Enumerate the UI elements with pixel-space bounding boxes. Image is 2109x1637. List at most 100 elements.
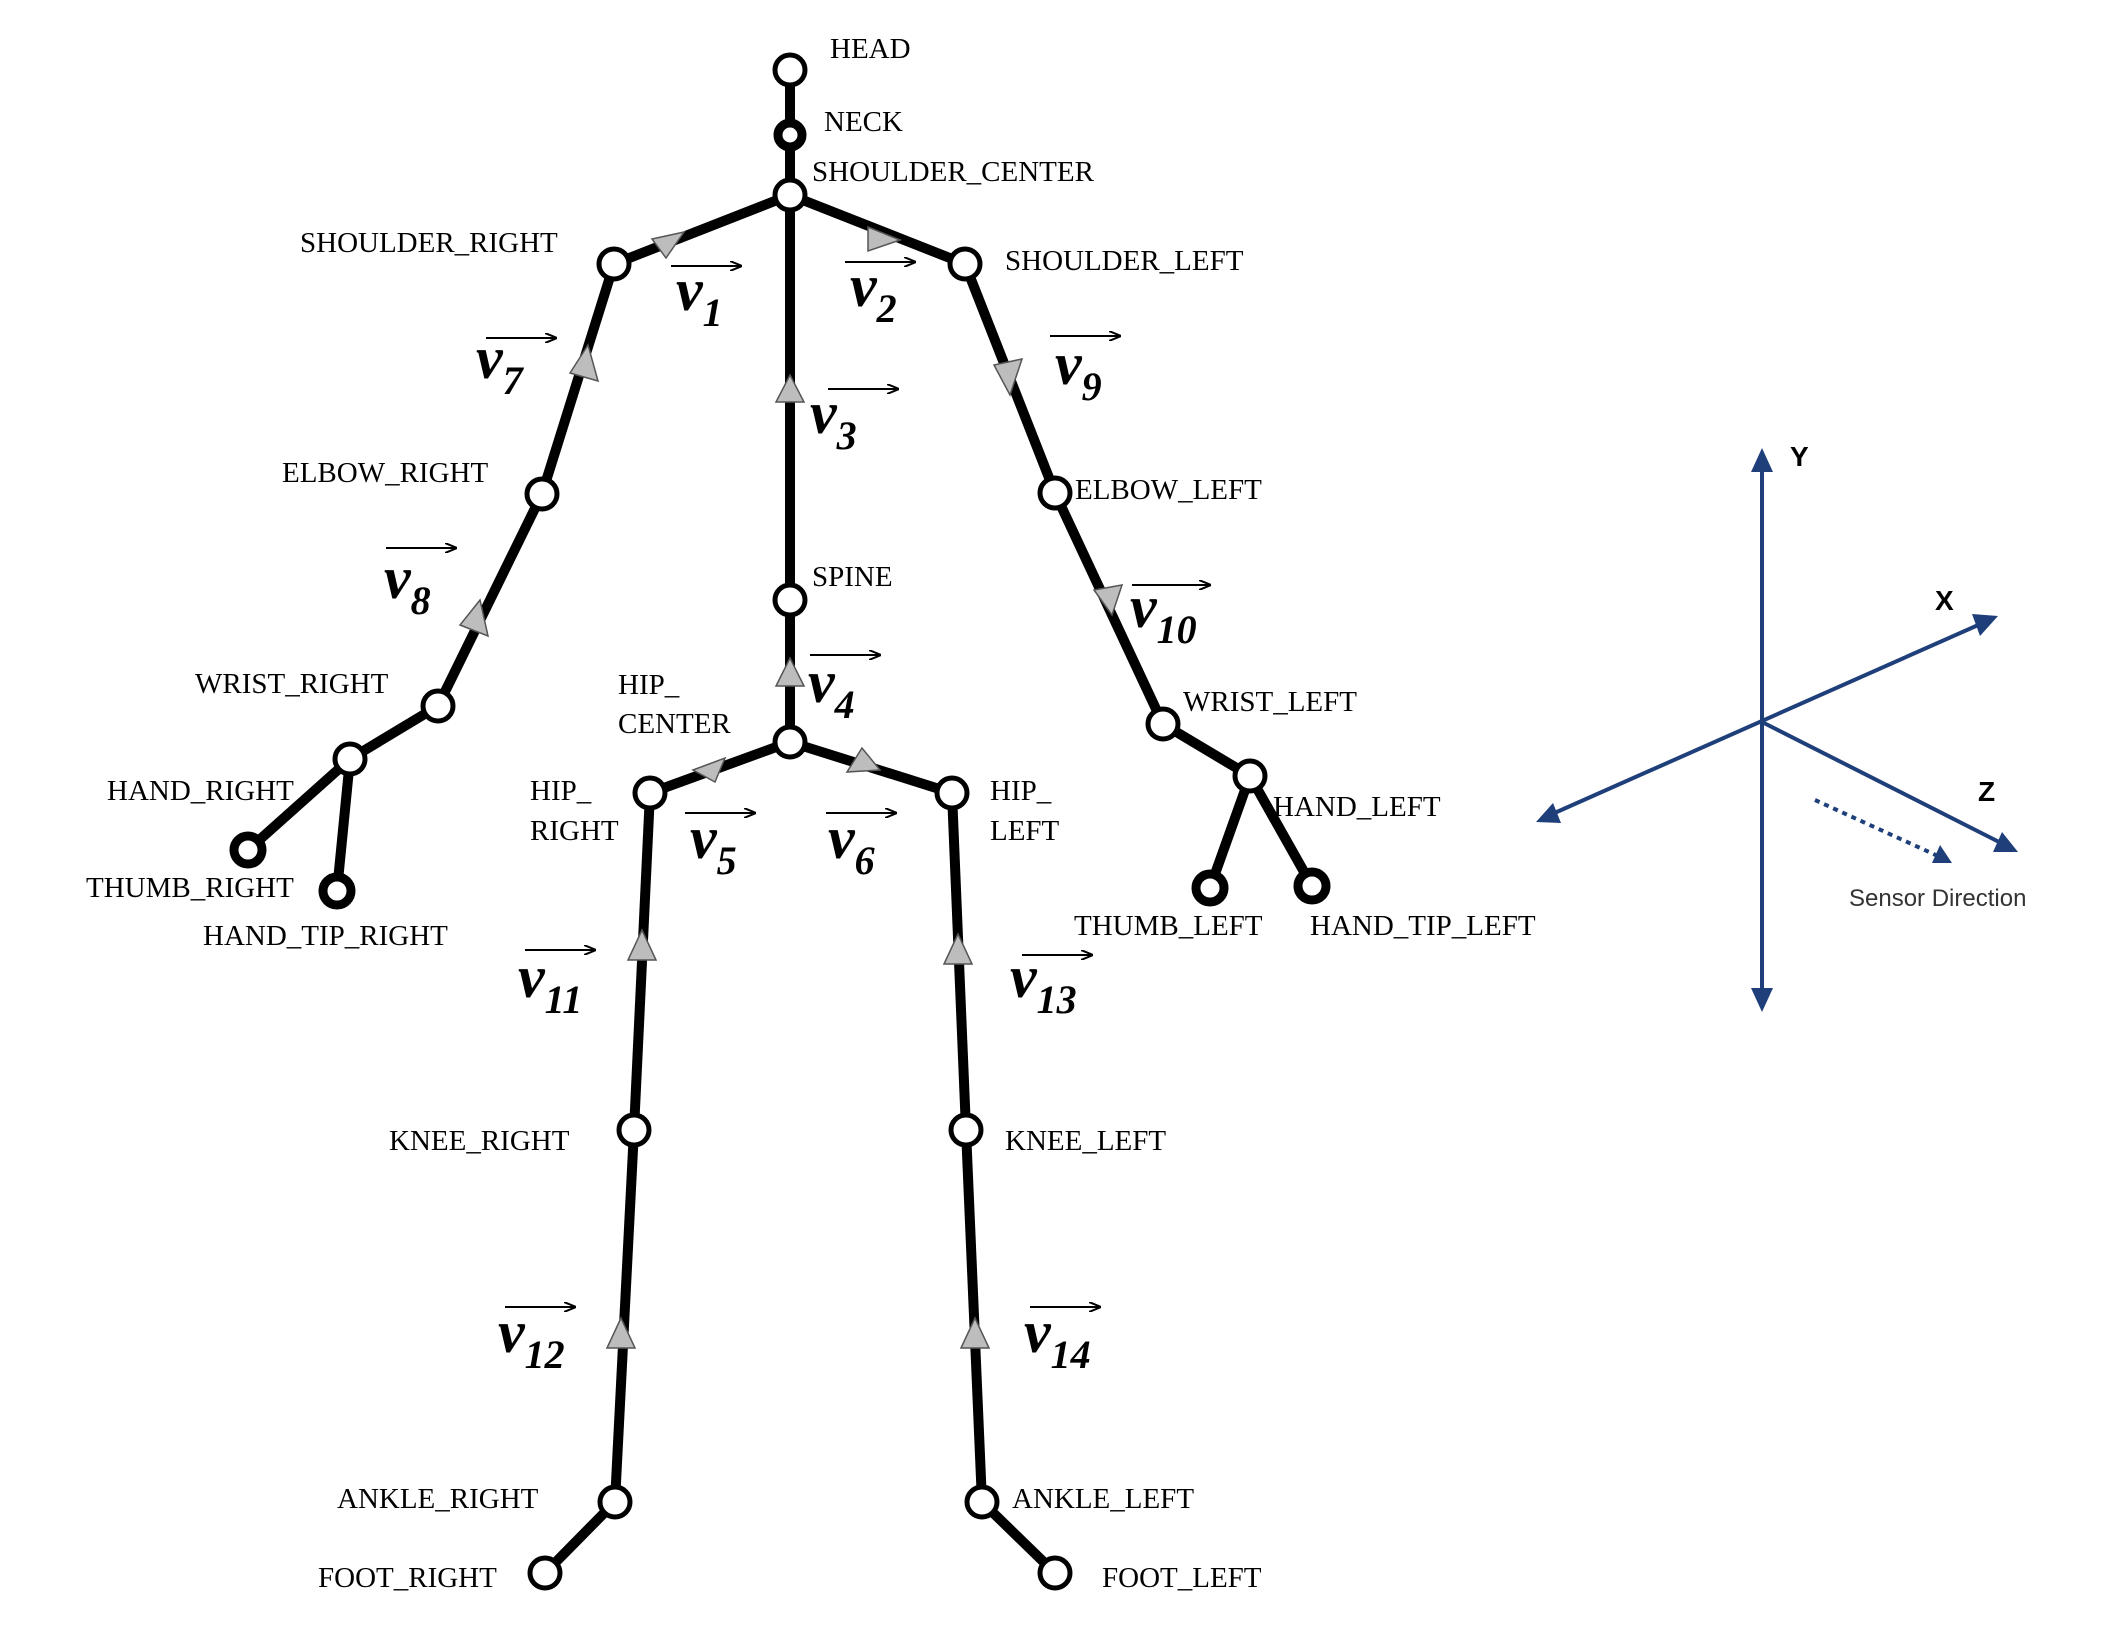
joint-thumb-right xyxy=(229,831,267,869)
vector-v5: v5 xyxy=(685,805,755,883)
bone-shoulder-left xyxy=(785,190,970,269)
label-thumb-right: THUMB_RIGHT xyxy=(86,872,294,904)
arrow-v4 xyxy=(774,656,806,687)
label-knee-left: KNEE_LEFT xyxy=(1005,1125,1166,1157)
y-axis-label: Y xyxy=(1790,441,1809,472)
skeleton-bones xyxy=(243,65,1317,1578)
sensor-direction-line xyxy=(1814,798,1941,859)
svg-text:v5: v5 xyxy=(690,805,737,883)
x-axis-arrow-icon xyxy=(1972,614,1998,636)
vector-v8: v8 xyxy=(384,545,456,623)
joint-hand-tip-left xyxy=(1293,867,1331,905)
svg-text:v11: v11 xyxy=(518,944,582,1022)
vector-v1: v1 xyxy=(671,257,741,335)
label-wrist-left: WRIST_LEFT xyxy=(1183,686,1357,718)
arrow-v11 xyxy=(626,928,658,961)
joint-hip-center xyxy=(772,724,808,760)
svg-text:v14: v14 xyxy=(1024,1299,1091,1377)
joint-hand-left xyxy=(1232,758,1268,794)
sensor-direction-arrow-icon xyxy=(1932,845,1952,863)
joint-elbow-left xyxy=(1037,475,1073,511)
joint-shoulder-center xyxy=(772,177,808,213)
svg-text:v2: v2 xyxy=(850,253,897,331)
z-axis-line xyxy=(1761,720,2006,847)
svg-text:v13: v13 xyxy=(1010,944,1077,1022)
label-knee-right: KNEE_RIGHT xyxy=(389,1125,570,1157)
joint-ankle-right xyxy=(597,1484,633,1520)
label-ankle-left: ANKLE_LEFT xyxy=(1012,1483,1194,1515)
label-hip-center-line2: CENTER xyxy=(618,708,731,740)
bone-thumb-right xyxy=(243,754,355,855)
vector-v7: v7 xyxy=(476,325,556,403)
vector-v11: v11 xyxy=(518,944,595,1022)
joint-hand-right xyxy=(332,741,368,777)
vector-v3: v3 xyxy=(810,380,898,458)
coordinate-axes: Y X Z Sensor Direction xyxy=(1536,441,2026,1012)
vector-v9: v9 xyxy=(1050,331,1120,409)
arrow-v10 xyxy=(1092,584,1124,617)
label-foot-right: FOOT_RIGHT xyxy=(318,1562,497,1594)
z-axis-label: Z xyxy=(1978,776,1995,807)
label-shoulder-center: SHOULDER_CENTER xyxy=(812,156,1095,188)
svg-text:v7: v7 xyxy=(476,325,525,403)
bone-thumb-left xyxy=(1205,771,1255,893)
vector-v10: v10 xyxy=(1130,574,1210,652)
label-hand-tip-right: HAND_TIP_RIGHT xyxy=(203,920,448,952)
label-hand-left: HAND_LEFT xyxy=(1273,791,1441,823)
joint-ankle-left xyxy=(964,1484,1000,1520)
joint-foot-left xyxy=(1037,1555,1073,1591)
label-hip-center-line1: HIP_ xyxy=(618,669,680,701)
skeleton-joints xyxy=(229,52,1331,1591)
arrow-v9 xyxy=(992,357,1024,397)
joint-spine xyxy=(772,582,808,618)
vector-v12: v12 xyxy=(498,1299,575,1377)
joint-labels: HEAD NECK SHOULDER_CENTER SHOULDER_RIGHT… xyxy=(86,33,1536,1594)
y-axis-arrow-down-icon xyxy=(1751,988,1773,1012)
label-hand-right: HAND_RIGHT xyxy=(107,775,294,807)
svg-text:v9: v9 xyxy=(1055,331,1102,409)
label-hip-left-line1: HIP_ xyxy=(990,775,1052,807)
svg-text:v8: v8 xyxy=(384,545,431,623)
arrow-v12 xyxy=(605,1316,637,1349)
svg-text:v3: v3 xyxy=(810,380,857,458)
vector-v13: v13 xyxy=(1010,944,1092,1022)
joint-shoulder-left xyxy=(947,246,983,282)
arrow-v1 xyxy=(650,230,686,260)
label-shoulder-left: SHOULDER_LEFT xyxy=(1005,245,1244,277)
joint-wrist-right xyxy=(420,688,456,724)
arrow-v5 xyxy=(691,756,727,784)
bone-direction-arrows xyxy=(458,225,1124,1349)
x-axis-arrow-back-icon xyxy=(1536,803,1561,823)
bone-thigh-right xyxy=(629,788,655,1135)
label-shoulder-right: SHOULDER_RIGHT xyxy=(300,227,558,259)
bone-shin-left xyxy=(961,1125,987,1507)
svg-text:v12: v12 xyxy=(498,1299,565,1377)
joint-knee-left xyxy=(948,1112,984,1148)
joint-hand-tip-right xyxy=(318,872,356,910)
arrow-v13 xyxy=(942,932,974,965)
vector-v4: v4 xyxy=(808,649,880,727)
sensor-direction-label: Sensor Direction xyxy=(1849,885,2026,912)
joint-hip-left xyxy=(934,775,970,811)
svg-text:v10: v10 xyxy=(1130,574,1197,652)
x-axis-label: X xyxy=(1935,585,1954,616)
arrow-v3 xyxy=(774,373,806,403)
joint-knee-right xyxy=(616,1112,652,1148)
bone-hand-tip-right xyxy=(332,754,355,896)
bone-shoulder-right xyxy=(609,190,795,269)
arrow-v2 xyxy=(867,225,903,253)
label-hand-tip-left: HAND_TIP_LEFT xyxy=(1310,910,1536,942)
label-hip-left-line2: LEFT xyxy=(990,815,1060,847)
svg-text:v4: v4 xyxy=(808,649,855,727)
label-hip-right-line2: RIGHT xyxy=(530,815,619,847)
joint-head xyxy=(772,52,808,88)
arrow-v14 xyxy=(959,1316,991,1349)
joint-elbow-right xyxy=(524,476,560,512)
bone-upper-arm-right xyxy=(537,259,619,499)
label-elbow-right: ELBOW_RIGHT xyxy=(282,457,488,489)
vector-labels: v1 v2 v3 v4 v5 v6 v7 v8 xyxy=(384,253,1210,1377)
label-wrist-right: WRIST_RIGHT xyxy=(195,668,389,700)
bone-hand-tip-left xyxy=(1245,771,1317,891)
z-axis-arrow-icon xyxy=(1993,832,2018,852)
